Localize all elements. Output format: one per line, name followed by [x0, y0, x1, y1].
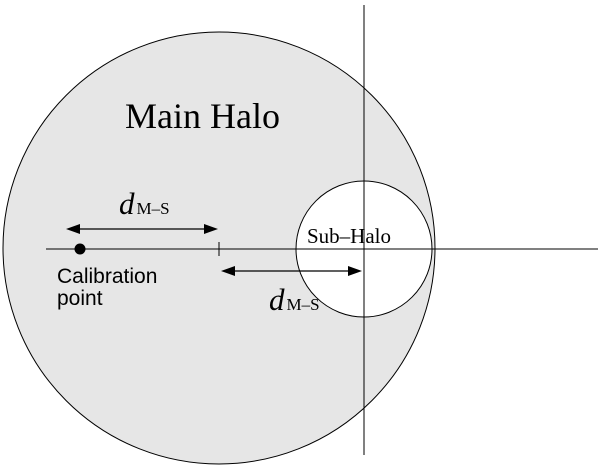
- arrow-head-left-icon: [221, 266, 235, 276]
- arrow-head-right-icon: [348, 266, 362, 276]
- distance-arrow-upper: [66, 224, 218, 234]
- calibration-point-dot: [74, 243, 86, 255]
- calibration-label-line1: Calibration: [57, 265, 157, 288]
- sub-halo-label: Sub–Halo: [307, 224, 391, 248]
- distance-symbol: d: [269, 282, 285, 317]
- distance-subscript: M–S: [287, 295, 320, 314]
- distance-symbol: d: [119, 186, 135, 221]
- distance-arrow-lower: [221, 266, 362, 276]
- distance-subscript: M–S: [137, 199, 170, 218]
- main-halo-label: Main Halo: [125, 96, 280, 136]
- calibration-label-line2: point: [57, 287, 103, 310]
- arrow-head-left-icon: [66, 224, 80, 234]
- arrow-head-right-icon: [204, 224, 218, 234]
